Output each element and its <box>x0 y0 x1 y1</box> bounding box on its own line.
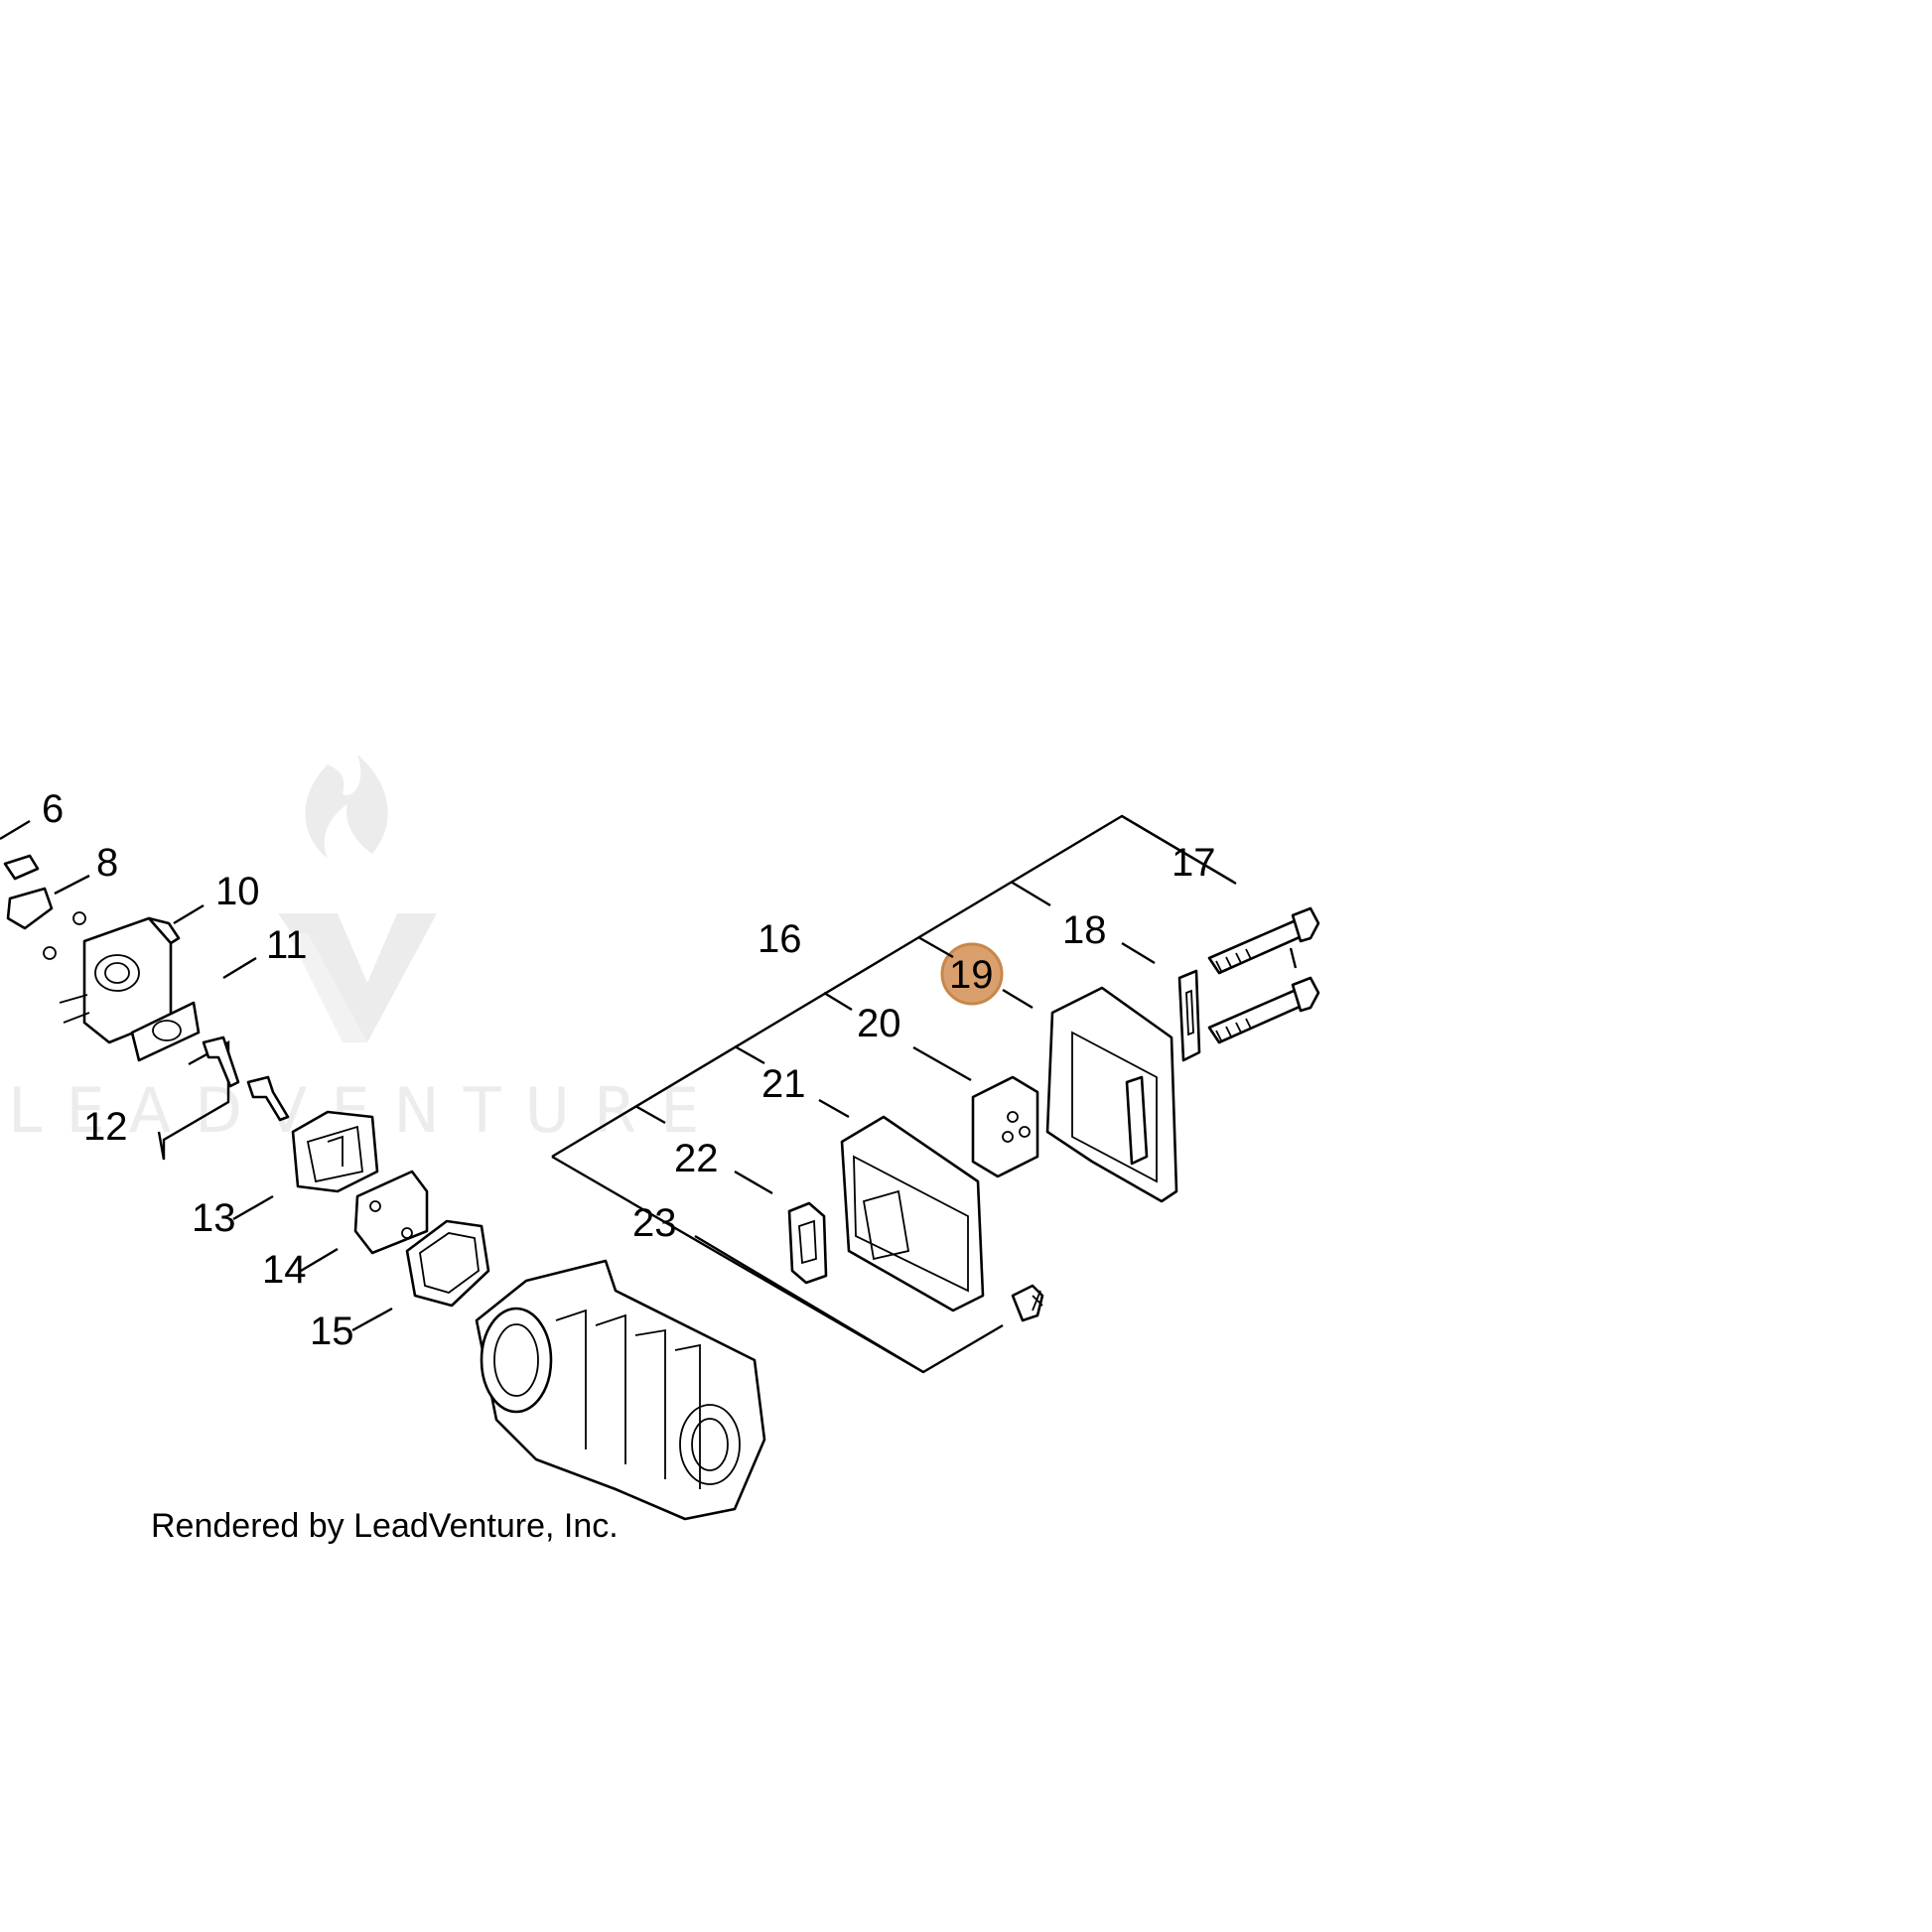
callout-19-highlight-circle <box>940 942 1004 1006</box>
callout-6[interactable]: 6 <box>42 787 64 831</box>
callout-18[interactable]: 18 <box>1062 908 1107 952</box>
muffler-bolt-upper-part[interactable] <box>1207 906 1320 975</box>
muffler-screw-part[interactable] <box>1011 1284 1044 1322</box>
callout-19[interactable]: 19 <box>949 953 994 997</box>
callout-13[interactable]: 13 <box>192 1196 236 1240</box>
callout-12[interactable]: 12 <box>83 1105 128 1149</box>
callout-20[interactable]: 20 <box>857 1002 901 1045</box>
callout-16[interactable]: 16 <box>758 917 802 961</box>
muffler-housing-part[interactable] <box>1045 986 1178 1203</box>
footer-credit: Rendered by LeadVenture, Inc. <box>151 1507 619 1545</box>
intake-flange-part[interactable] <box>291 1110 379 1193</box>
callout-14[interactable]: 14 <box>262 1248 307 1292</box>
muffler-gasket-part[interactable] <box>787 1201 828 1285</box>
callout-15[interactable]: 15 <box>310 1310 354 1353</box>
spark-arrestor-part[interactable] <box>971 1075 1039 1178</box>
callout-10[interactable]: 10 <box>215 870 260 913</box>
callout-19-highlighted[interactable]: 19 <box>940 942 1004 1006</box>
callout-11[interactable]: 11 <box>266 923 308 967</box>
carburetor-part[interactable] <box>59 916 181 1044</box>
carburetor-gasket-part[interactable] <box>130 1001 201 1062</box>
callout-21[interactable]: 21 <box>761 1062 806 1106</box>
bolt-plate-part[interactable] <box>1177 969 1201 1062</box>
leadventure-watermark-logo <box>278 755 437 1042</box>
cylinder-part[interactable] <box>475 1259 766 1521</box>
callout-8[interactable]: 8 <box>96 841 118 885</box>
bolt-pair-part[interactable] <box>202 1035 290 1122</box>
intake-gasket-part[interactable] <box>353 1170 429 1255</box>
muffler-body-part[interactable] <box>840 1115 985 1312</box>
muffler-bolt-lower-part[interactable] <box>1207 976 1320 1044</box>
callout-22[interactable]: 22 <box>674 1137 719 1180</box>
intake-boot-gasket-part[interactable] <box>405 1219 490 1308</box>
callout-17[interactable]: 17 <box>1172 841 1216 885</box>
small-bracket-part[interactable] <box>3 854 86 960</box>
